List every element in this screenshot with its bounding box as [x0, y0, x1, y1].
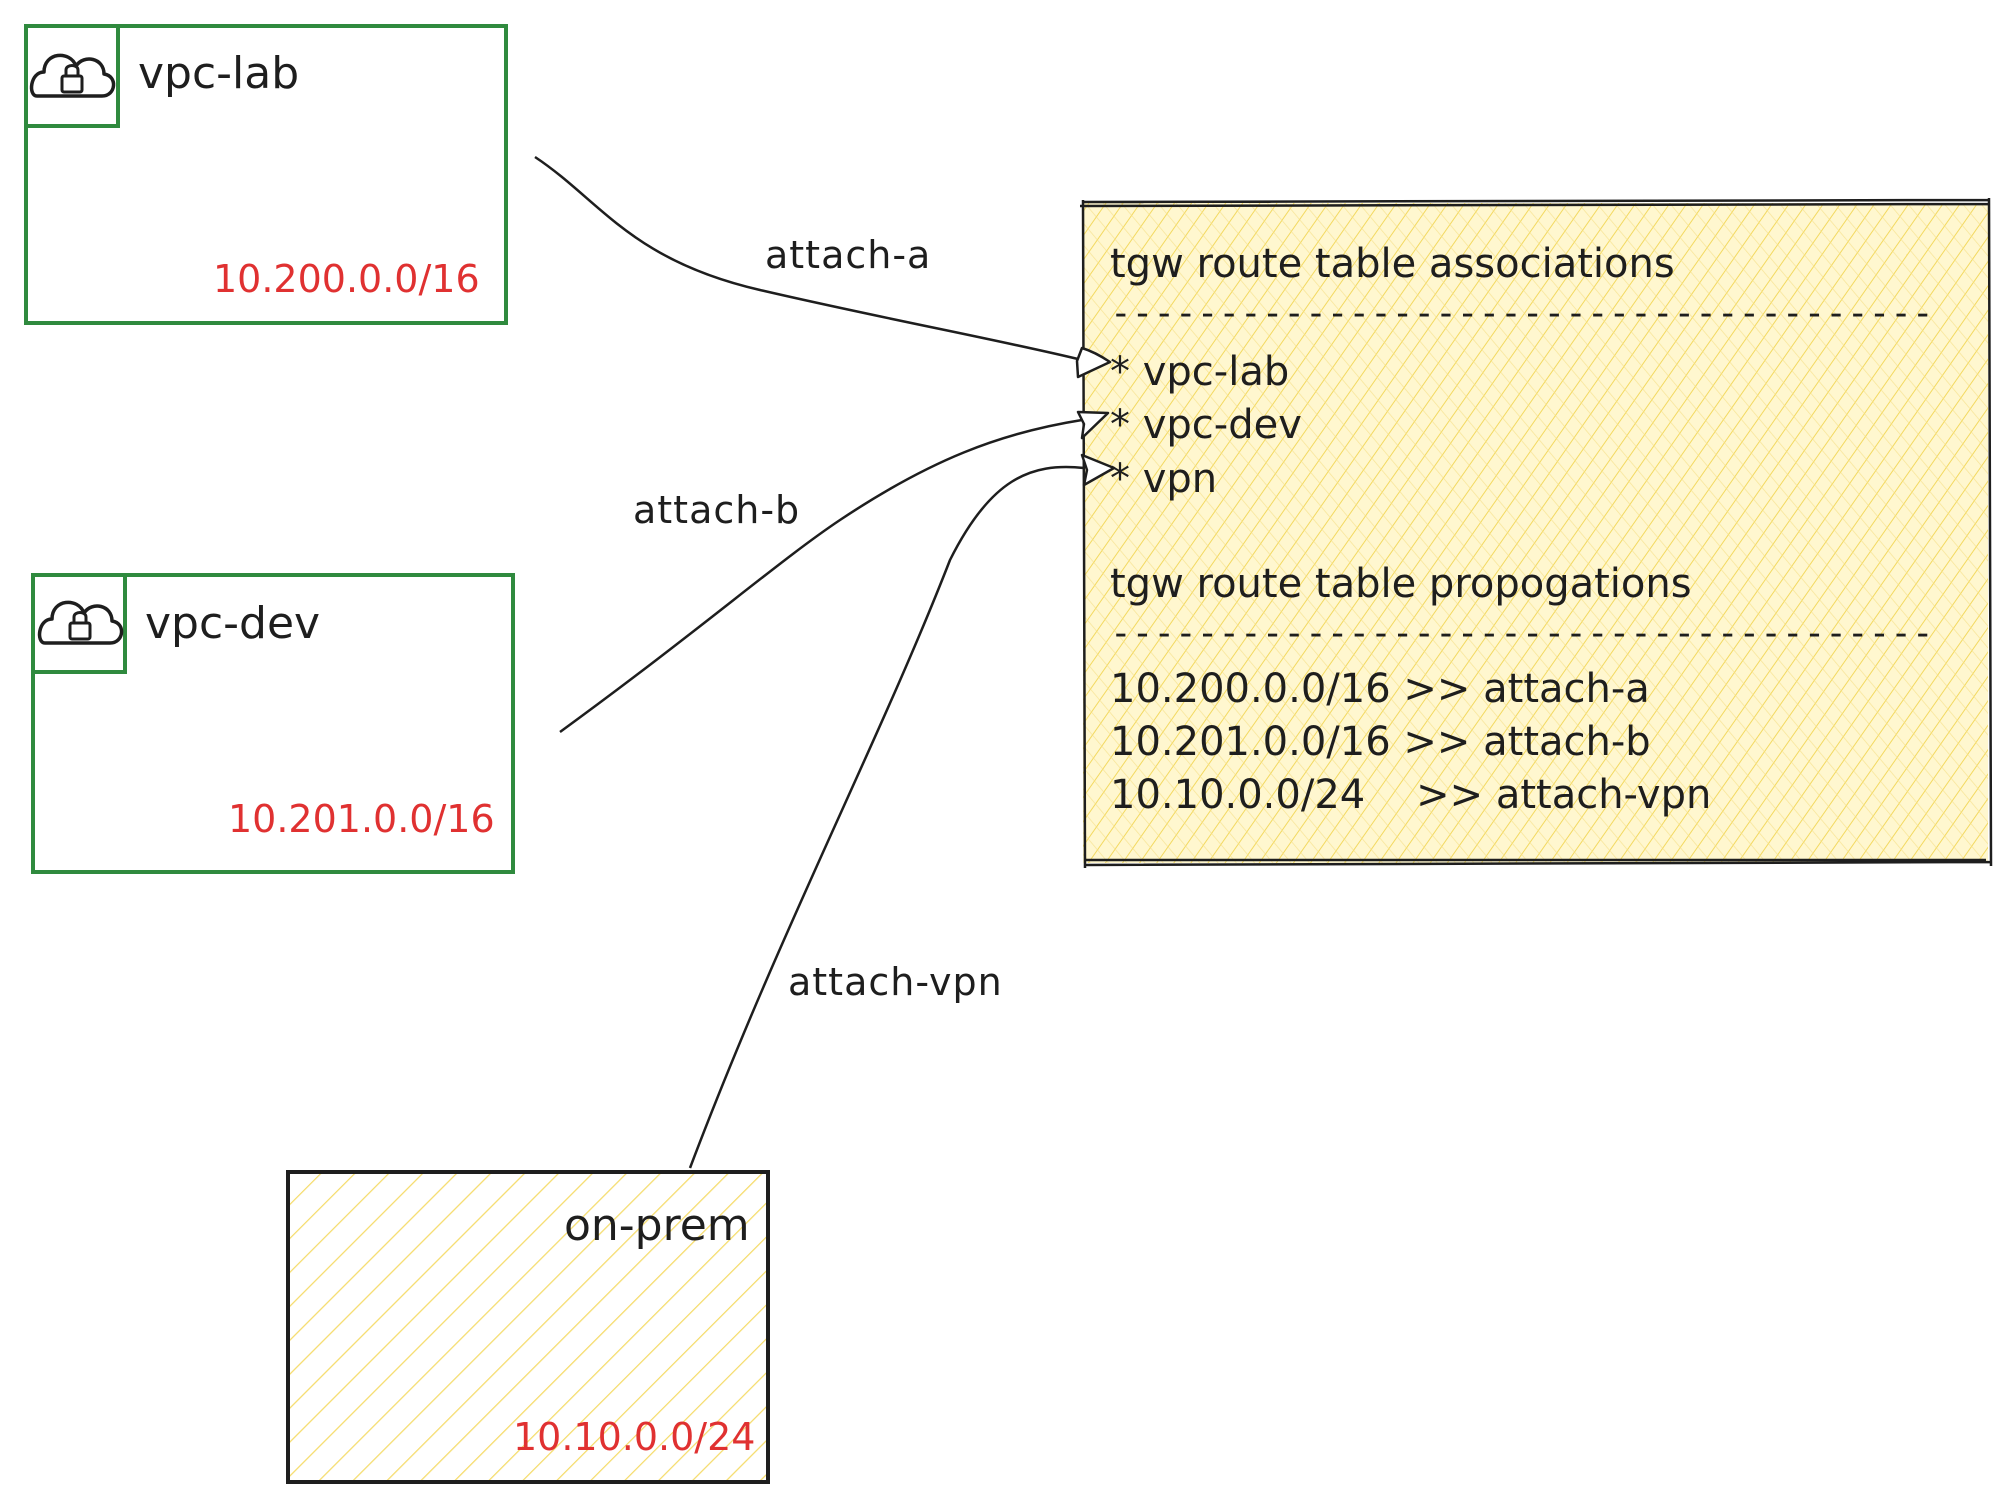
associations-heading: tgw route table associations: [1110, 241, 1675, 287]
vpc-lab-icon-frame: [24, 24, 120, 128]
propagation-item: 10.201.0.0/16 >> attach-b: [1110, 719, 1651, 765]
on-prem-cidr: 10.10.0.0/24: [513, 1415, 755, 1459]
associations-rule: --------------------------------------: [1110, 293, 1934, 334]
propagation-item: 10.10.0.0/24 >> attach-vpn: [1110, 772, 1711, 818]
vpc-dev-icon-frame: [31, 573, 127, 674]
vpc-lab-node[interactable]: vpc-lab 10.200.0.0/16: [24, 24, 508, 325]
tgw-route-table-note[interactable]: tgw route table associations -----------…: [1079, 197, 1993, 869]
vpc-lab-cidr: 10.200.0.0/16: [213, 257, 480, 301]
edge-attach-a[interactable]: attach-a: [534, 155, 1112, 379]
note-border: [1079, 197, 1993, 869]
vpc-dev-box: [31, 573, 515, 874]
arrowhead-icon: [1080, 453, 1116, 487]
on-prem-node[interactable]: on-prem 10.10.0.0/24: [286, 1170, 770, 1484]
association-item: * vpc-lab: [1110, 349, 1289, 395]
arrowhead-icon: [1075, 346, 1112, 379]
connector-line: [559, 418, 1083, 734]
edge-label-attach-b: attach-b: [633, 488, 800, 532]
association-item: * vpc-dev: [1110, 402, 1302, 448]
note-crosshatch: [1083, 203, 1988, 863]
vpc-lab-box: [24, 24, 508, 325]
edge-attach-b[interactable]: attach-b: [559, 410, 1110, 734]
on-prem-box: [286, 1170, 770, 1484]
vpc-dev-node[interactable]: vpc-dev 10.201.0.0/16: [31, 573, 515, 874]
cloud-lock-icon: [37, 600, 124, 645]
vpc-lab-title: vpc-lab: [138, 48, 299, 99]
propagations-rule: --------------------------------------: [1110, 613, 1934, 654]
on-prem-title: on-prem: [564, 1200, 750, 1251]
propagations-heading: tgw route table propogations: [1110, 561, 1692, 607]
association-item: * vpn: [1110, 456, 1217, 502]
vpc-dev-title: vpc-dev: [145, 598, 320, 649]
edge-label-attach-vpn: attach-vpn: [788, 960, 1003, 1004]
vpc-dev-cidr: 10.201.0.0/16: [228, 797, 495, 841]
propagation-item: 10.200.0.0/16 >> attach-a: [1110, 666, 1650, 712]
cloud-lock-icon: [29, 53, 116, 98]
edge-attach-vpn[interactable]: attach-vpn: [688, 453, 1116, 1169]
arrowhead-icon: [1076, 410, 1110, 440]
edge-label-attach-a: attach-a: [765, 233, 931, 277]
connector-line: [534, 155, 1083, 362]
connector-line: [688, 465, 1085, 1169]
